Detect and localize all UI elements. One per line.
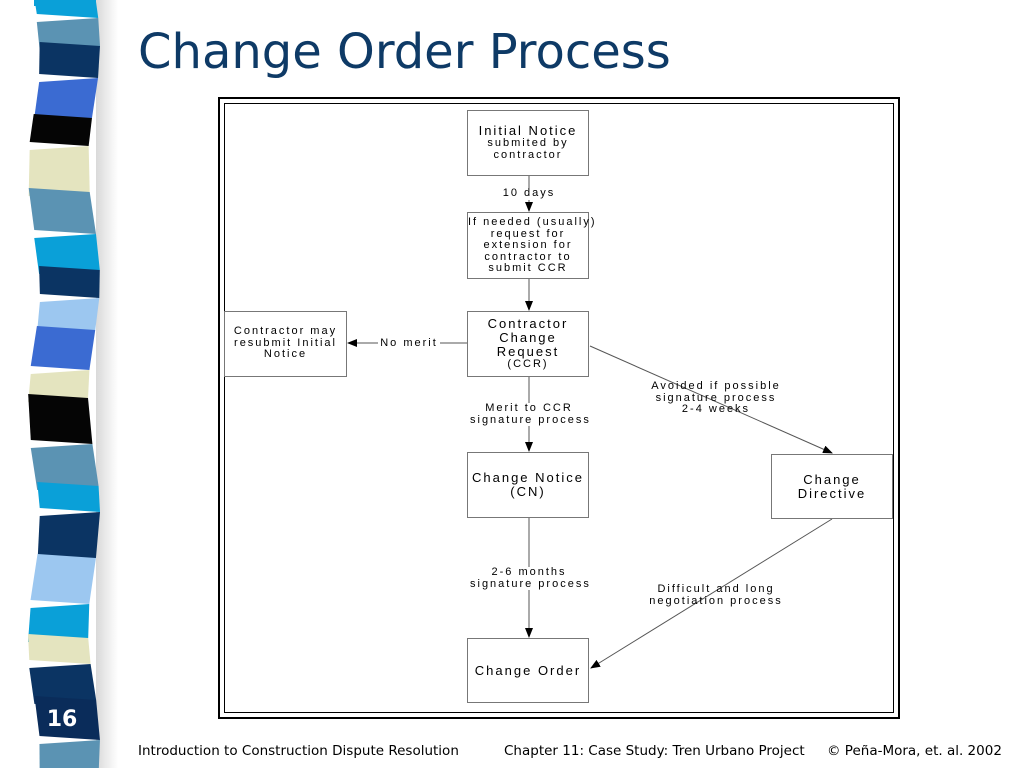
node-change-order: Change Order — [467, 638, 589, 703]
node-change-order-line-1: Change Order — [474, 663, 582, 678]
decorative-strip-band — [30, 326, 96, 370]
decorative-strip-band — [34, 234, 100, 274]
edge-label-10-days: 10 days — [489, 187, 569, 200]
edge-label-avoided-line-2: signature process — [655, 391, 777, 404]
page-title: Change Order Process — [138, 24, 671, 80]
node-ccr-line-2: Change — [499, 330, 557, 345]
decorative-strip-band — [37, 482, 100, 512]
node-change-directive: Change Directive — [771, 454, 893, 519]
edge-label-merit-line-1: Merit to CCR — [485, 402, 573, 414]
decorative-strip-band — [30, 554, 96, 604]
decorative-strip-band — [29, 114, 92, 146]
decorative-strip-cap — [34, 0, 96, 6]
edge-label-avoided-line-1: Avoided if possible — [651, 380, 781, 392]
decorative-strip-band — [36, 18, 100, 50]
edge-label-difficult-line-2: negotiation process — [649, 594, 783, 607]
node-extension-line-3: extension for — [483, 239, 573, 251]
decorative-strip-band — [36, 298, 100, 334]
decorative-strip-band — [29, 664, 97, 704]
decorative-strip-band — [28, 634, 91, 664]
decorative-strip-band — [37, 512, 100, 562]
node-resubmit-line-2: resubmit Initial — [234, 336, 337, 349]
decorative-strip-band — [28, 146, 90, 196]
footer-course-title: Introduction to Construction Dispute Res… — [138, 743, 459, 759]
slide-number: 16 — [46, 707, 78, 732]
edge-label-merit: Merit to CCR signature process — [470, 402, 591, 426]
node-change-notice-line-2: (CN) — [510, 484, 546, 499]
node-ccr-line-1: Contractor — [487, 316, 569, 331]
footer-chapter: Chapter 11: Case Study: Tren Urbano Proj… — [504, 743, 805, 759]
decorative-strip — [28, 0, 100, 768]
node-change-notice: Change Notice (CN) — [467, 452, 589, 518]
decorative-strip-shadow — [96, 0, 118, 768]
node-initial-notice-line-1: submited by — [487, 137, 569, 149]
decorative-strip-band — [28, 370, 90, 402]
node-initial-notice-title: Initial Notice — [478, 123, 578, 138]
node-ccr-abbrev: (CCR) — [507, 358, 549, 370]
node-extension-line-1: If needed (usually) — [468, 216, 597, 228]
node-initial-notice: Initial Notice submited by contractor — [467, 110, 589, 176]
edge-label-merit-line-2: signature process — [470, 413, 591, 426]
decorative-strip-band — [39, 740, 100, 768]
node-resubmit-line-3: Notice — [263, 348, 308, 360]
node-ccr-line-3: Request — [496, 344, 560, 359]
edge-label-avoided-line-3: 2-4 weeks — [681, 403, 751, 415]
footer-copyright: © Peña-Mora, et. al. 2002 — [827, 743, 1002, 759]
edge-label-10-days-text: 10 days — [502, 187, 556, 199]
edge-label-no-merit-text: No merit — [380, 337, 438, 349]
decorative-strip-band — [28, 188, 96, 234]
node-resubmit-notice: Contractor may resubmit Initial Notice — [224, 311, 347, 377]
edge-label-difficult: Difficult and long negotiation process — [644, 583, 788, 607]
edge-label-avoided: Avoided if possible signature process 2-… — [647, 380, 785, 416]
decorative-strip-band — [34, 696, 100, 740]
decorative-strip-band — [28, 604, 90, 642]
node-change-directive-line-1: Change — [803, 472, 861, 487]
decorative-strip-band — [28, 394, 93, 444]
edge-label-2-6-months-line-2: signature process — [470, 577, 591, 590]
edge-label-2-6-months: 2-6 months signature process — [470, 566, 591, 590]
decorative-strip-band — [39, 42, 100, 78]
node-extension-line-2: request for — [490, 227, 566, 240]
node-ccr: Contractor Change Request (CCR) — [467, 311, 589, 377]
node-change-notice-line-1: Change Notice — [472, 470, 584, 485]
node-initial-notice-line-2: contractor — [493, 148, 563, 161]
edge-label-no-merit: No merit — [378, 337, 440, 350]
node-extension-request: If needed (usually) request for extensio… — [467, 212, 597, 279]
edge-label-2-6-months-line-1: 2-6 months — [491, 566, 567, 578]
decorative-strip-band — [30, 444, 99, 490]
node-resubmit-line-1: Contractor may — [233, 325, 338, 337]
diagram-inner-border — [224, 103, 894, 713]
edge-label-difficult-line-1: Difficult and long — [657, 583, 775, 595]
node-extension-line-4: contractor to — [484, 250, 572, 263]
decorative-strip-band — [33, 78, 99, 122]
node-change-directive-line-2: Directive — [797, 486, 867, 501]
node-extension-line-5: submit CCR — [488, 262, 568, 274]
decorative-strip-band — [39, 266, 100, 298]
